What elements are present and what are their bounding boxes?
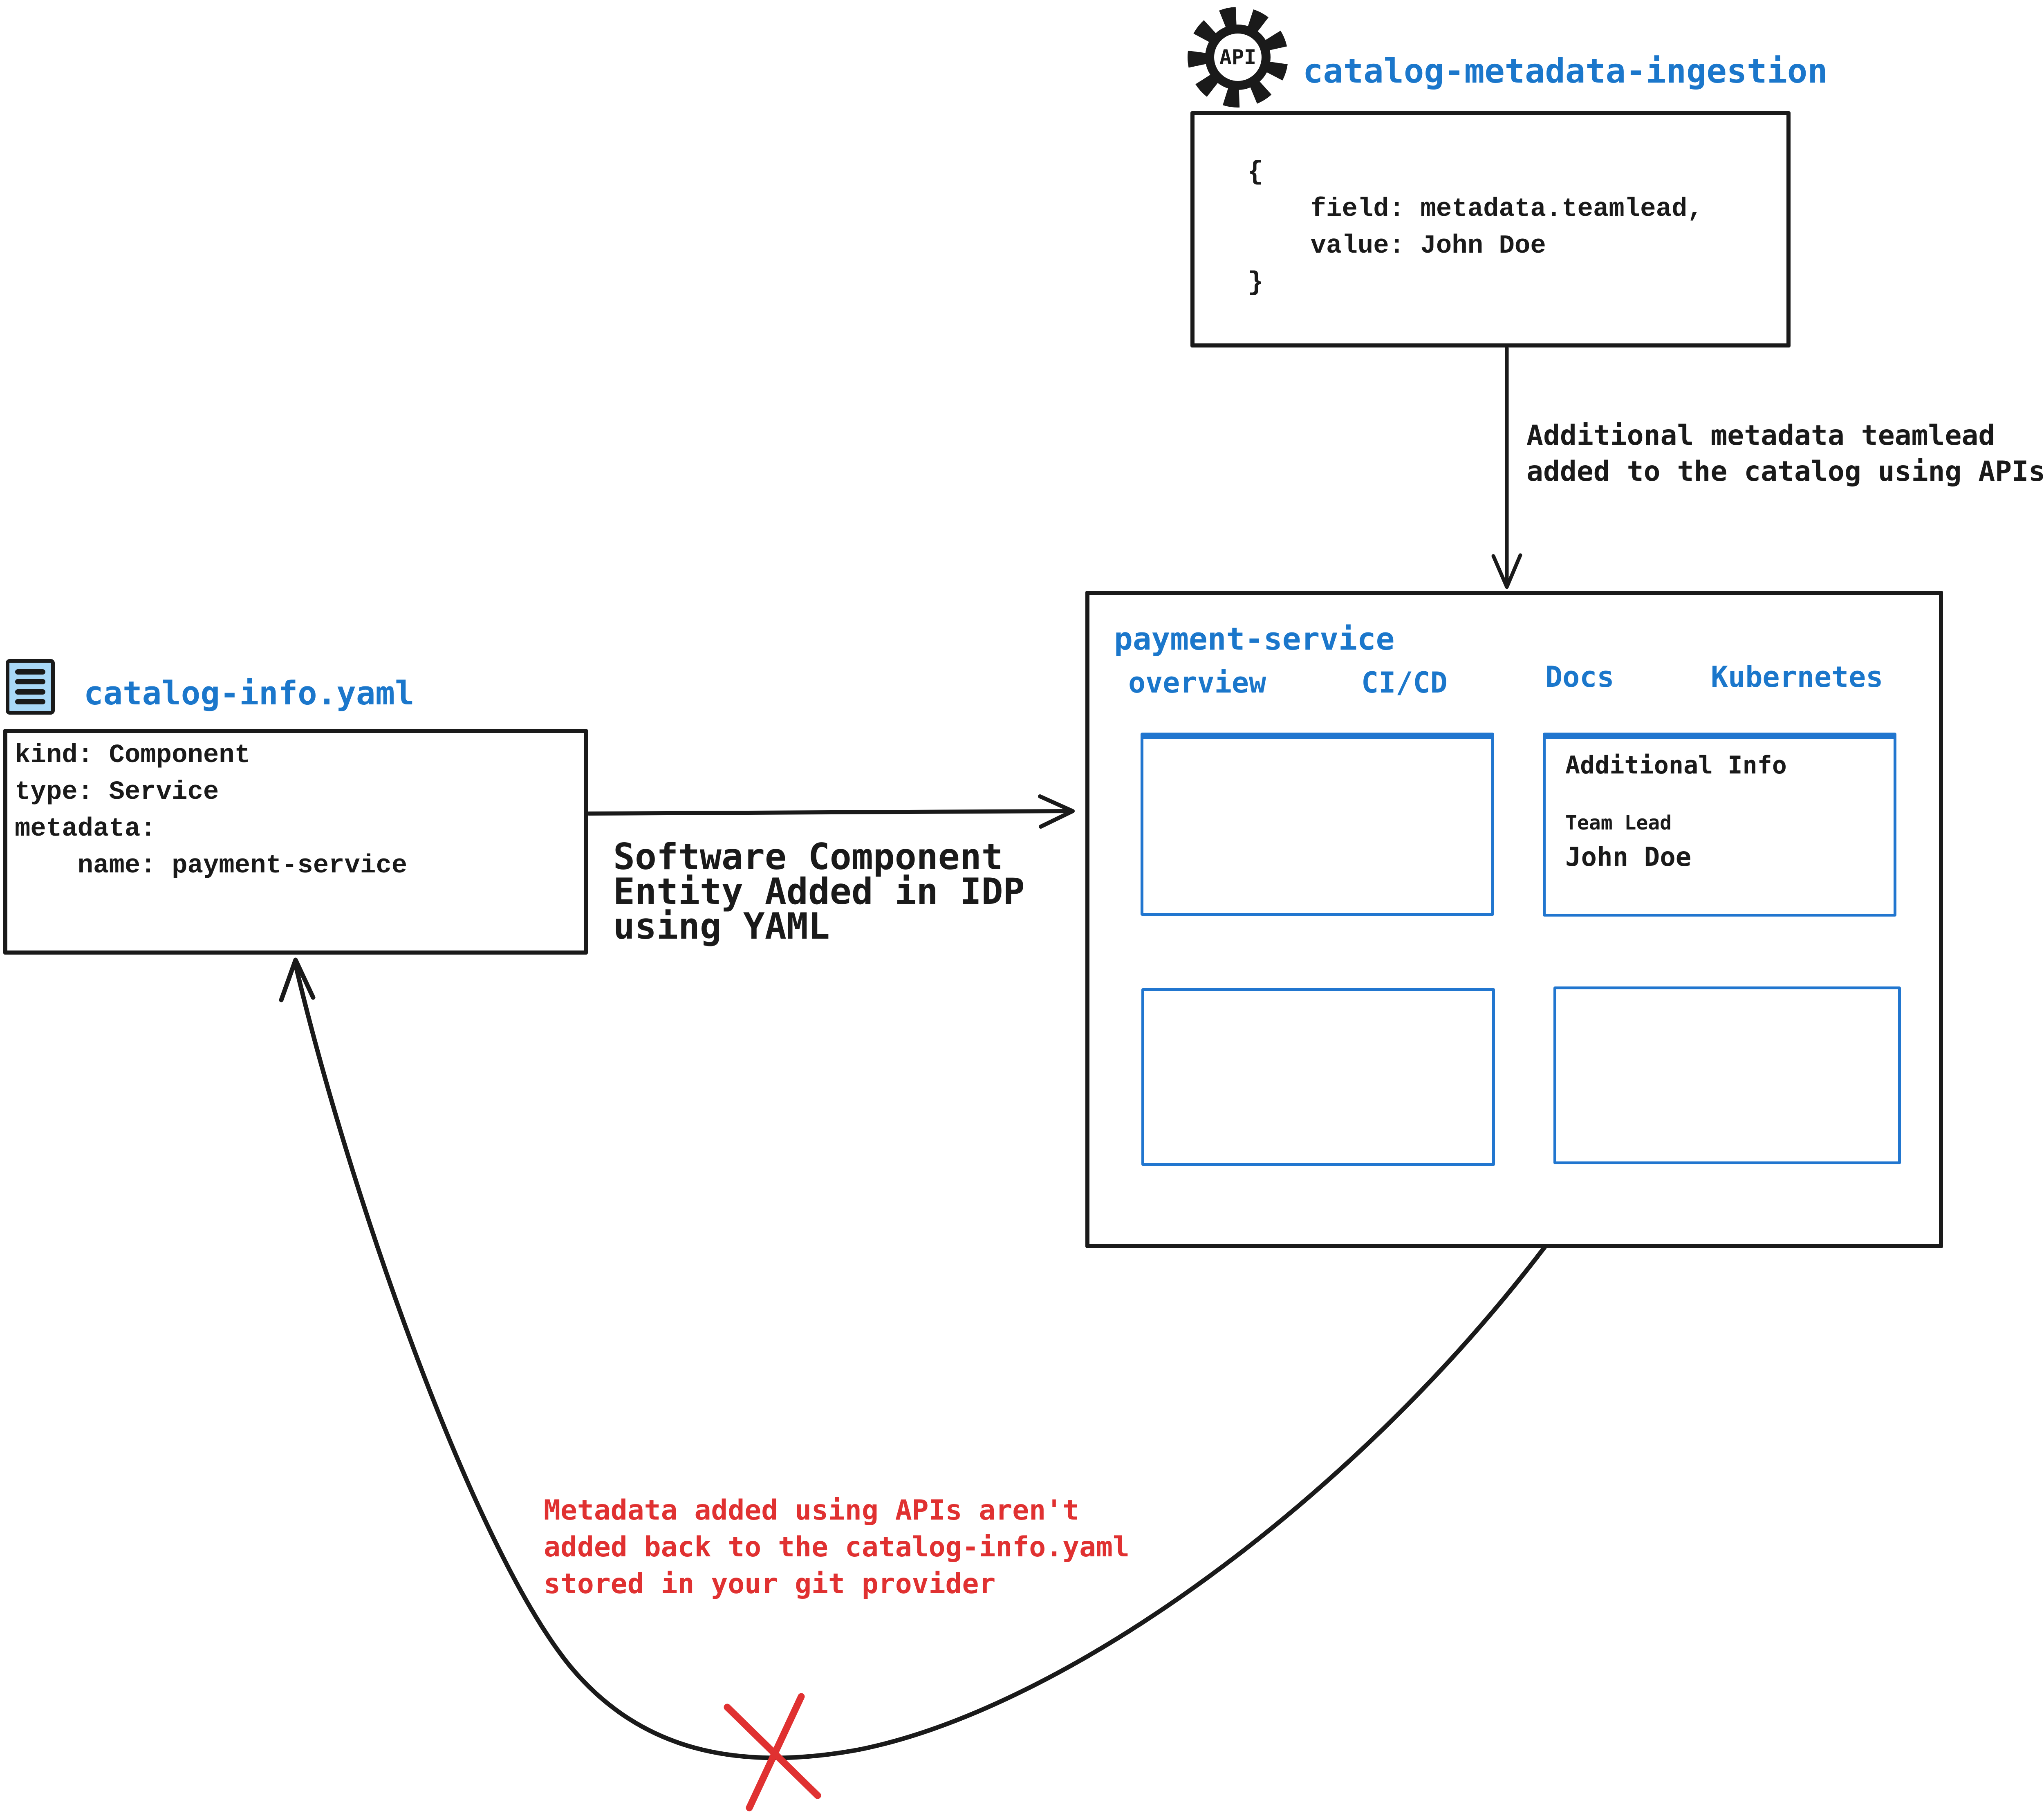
idp-to-yaml-return-curve	[279, 957, 1547, 1760]
idp-window: payment-service overview CI/CD Docs Kube…	[1085, 591, 1943, 1248]
api-gear-label: API	[1219, 45, 1256, 69]
team-lead-label: Team Lead	[1565, 811, 1672, 834]
panel-overview	[1141, 733, 1494, 916]
panel-bottom-left	[1141, 988, 1495, 1166]
panel-bottom-right	[1553, 986, 1901, 1164]
yaml-file-icon-line	[15, 679, 45, 685]
additional-info-heading: Additional Info	[1565, 751, 1787, 780]
yaml-file-icon-line	[15, 669, 45, 675]
api-gear-icon: API	[1188, 7, 1288, 108]
panel-additional-info: Additional Info Team Lead John Doe	[1543, 733, 1896, 917]
tab-overview: overview	[1128, 666, 1266, 699]
return-arrow-warning-label: Metadata added using APIs aren't added b…	[544, 1494, 1130, 1600]
yaml-file-icon-line	[15, 699, 45, 705]
idp-title: payment-service	[1114, 621, 1395, 657]
tab-kubernetes: Kubernetes	[1711, 660, 1883, 694]
yaml-file-icon	[6, 659, 55, 715]
yaml-file-icon-line	[15, 689, 45, 695]
api-to-idp-arrow	[1491, 346, 1522, 589]
team-lead-value: John Doe	[1565, 842, 1692, 872]
tab-cicd: CI/CD	[1361, 666, 1448, 699]
not-synced-cross-icon	[724, 1693, 821, 1811]
yaml-arrow-label: Software Component Entity Added in IDP u…	[613, 836, 1025, 947]
yaml-file-title: catalog-info.yaml	[84, 675, 415, 712]
api-arrow-label: Additional metadata teamlead added to th…	[1526, 419, 2044, 488]
yaml-file-code: kind: Component type: Service metadata: …	[15, 741, 408, 881]
api-service-title: catalog-metadata-ingestion	[1303, 52, 1828, 91]
yaml-file-box: kind: Component type: Service metadata: …	[3, 729, 588, 955]
tab-docs: Docs	[1545, 660, 1614, 694]
api-payload-code: { field: metadata.teamlead, value: John …	[1248, 158, 1703, 298]
yaml-to-idp-arrow	[587, 794, 1075, 829]
api-payload-box: { field: metadata.teamlead, value: John …	[1190, 111, 1791, 347]
